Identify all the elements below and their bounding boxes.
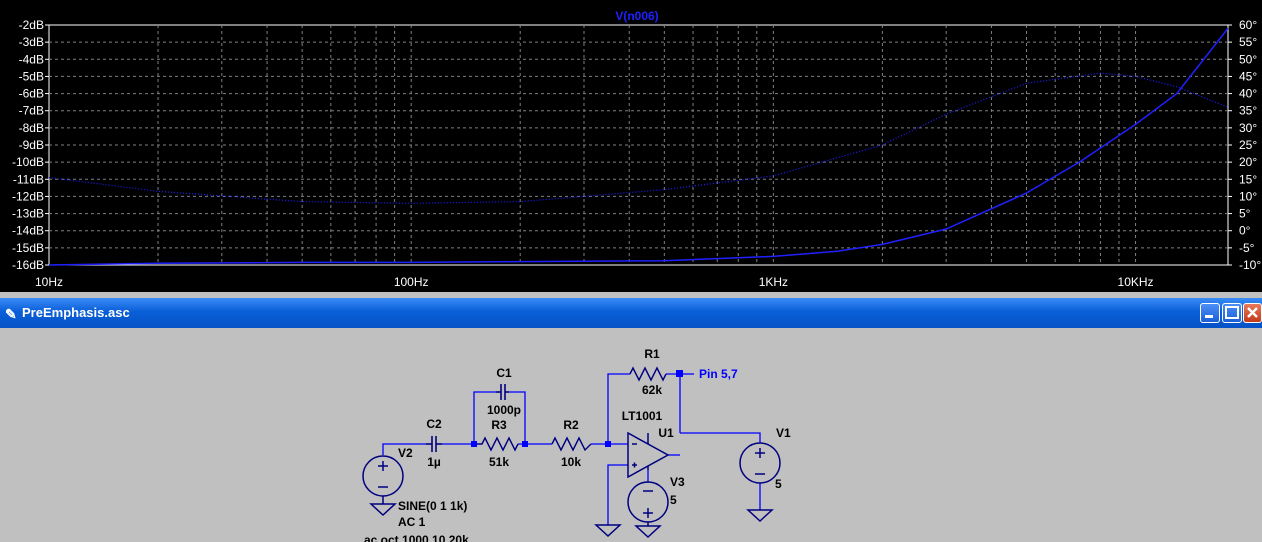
right-axis-tick-label: 35°: [1239, 104, 1257, 118]
left-axis-tick-label: -16dB: [12, 258, 44, 272]
x-axis-labels: 10Hz 100Hz 1KHz 10KHz: [35, 275, 1154, 289]
x-axis-tick-label: 10KHz: [1118, 275, 1154, 289]
right-axis-tick-label: 50°: [1239, 52, 1257, 66]
u1-model: LT1001: [622, 409, 663, 423]
c1-value: 1000p: [487, 403, 521, 417]
close-icon: [1247, 307, 1258, 318]
waveform-plot-pane[interactable]: -2dB -3dB -4dB -5dB -6dB -7dB -8dB -9dB -10dB -11…: [0, 0, 1262, 292]
left-axis-tick-label: -7dB: [19, 104, 44, 118]
v3-name: V3: [670, 475, 685, 489]
left-axis-tick-label: -8dB: [19, 121, 44, 135]
right-axis-tick-label: 60°: [1239, 18, 1257, 32]
right-axis-tick-label: 10°: [1239, 189, 1257, 203]
maximize-button[interactable]: [1222, 303, 1242, 323]
right-axis-tick-label: 55°: [1239, 35, 1257, 49]
v2-value: SINE(0 1 1k): [398, 499, 467, 513]
right-axis-tick-label: 30°: [1239, 121, 1257, 135]
window-title: PreEmphasis.asc: [22, 305, 130, 320]
phase-trace[interactable]: [48, 72, 1229, 204]
left-axis-tick-label: -9dB: [19, 138, 44, 152]
net-label-pin-5-7[interactable]: Pin 5,7: [699, 367, 738, 381]
plot-traces: [48, 27, 1229, 266]
right-axis-tick-label: 20°: [1239, 155, 1257, 169]
x-axis-tick-label: 100Hz: [394, 275, 429, 289]
r3-name: R3: [491, 418, 507, 432]
v3-value: 5: [670, 493, 677, 507]
r1-name: R1: [644, 347, 660, 361]
c2-value: 1µ: [427, 455, 441, 469]
x-axis-tick-label: 10Hz: [35, 275, 63, 289]
r2-name: R2: [563, 418, 579, 432]
schematic-window: ✎ PreEmphasis.asc: [0, 298, 1262, 542]
maximize-icon: [1225, 306, 1239, 319]
voltage-source-v1[interactable]: [739, 442, 781, 523]
left-axis-tick-label: -5dB: [19, 69, 44, 83]
right-axis-tick-label: 5°: [1239, 207, 1251, 221]
r3-value: 51k: [489, 455, 509, 469]
u1-name: U1: [658, 426, 674, 440]
opamp-u1[interactable]: [627, 431, 670, 479]
left-axis-tick-label: -2dB: [19, 18, 44, 32]
left-axis-tick-label: -12dB: [12, 189, 44, 203]
right-axis-tick-label: -5°: [1239, 241, 1255, 255]
resistor-r1[interactable]: [629, 366, 667, 382]
v1-name: V1: [776, 426, 791, 440]
resistor-r3[interactable]: [477, 436, 519, 452]
right-axis-tick-label: 25°: [1239, 138, 1257, 152]
right-axis-tick-label: 15°: [1239, 172, 1257, 186]
right-axis-tick-label: 40°: [1239, 87, 1257, 101]
waveform-plot[interactable]: -2dB -3dB -4dB -5dB -6dB -7dB -8dB -9dB -10dB -11…: [0, 0, 1262, 292]
right-axis-tick-label: -10°: [1239, 258, 1261, 272]
close-button[interactable]: [1243, 303, 1262, 323]
resistor-r2[interactable]: [551, 436, 592, 452]
left-axis-tick-label: -3dB: [19, 35, 44, 49]
left-axis-tick-label: -10dB: [12, 155, 44, 169]
schematic-drawing[interactable]: C1 1000p C2 1µ R3 51k R2 10k R1 62k LT10…: [0, 328, 1262, 542]
capacitor-c2[interactable]: [426, 436, 442, 452]
right-axis-labels: 60° 55° 50° 45° 40° 35° 30° 25° 20° 15° 10° 5° 0° -5°…: [1228, 18, 1261, 272]
plot-grid: [48, 24, 1229, 266]
ac-directive[interactable]: ac oct 1000 10 20k: [364, 533, 469, 542]
left-axis-labels: -2dB -3dB -4dB -5dB -6dB -7dB -8dB -9dB -10dB -11…: [12, 18, 49, 272]
ltspice-icon: ✎: [5, 306, 17, 322]
left-axis-tick-label: -11dB: [13, 172, 44, 186]
r1-value: 62k: [642, 383, 662, 397]
left-axis-tick-label: -15dB: [12, 241, 44, 255]
c1-name: C1: [496, 366, 512, 380]
left-axis-tick-label: -6dB: [19, 87, 44, 101]
voltage-source-v3[interactable]: [627, 481, 669, 539]
v2-name: V2: [398, 446, 413, 460]
left-axis-tick-label: -4dB: [19, 52, 44, 66]
r2-value: 10k: [561, 455, 581, 469]
minimize-icon: [1205, 315, 1213, 318]
window-titlebar[interactable]: ✎ PreEmphasis.asc: [0, 298, 1262, 328]
x-axis-tick-label: 1KHz: [759, 275, 788, 289]
minimize-button[interactable]: [1200, 303, 1220, 323]
capacitor-c1[interactable]: [496, 384, 509, 400]
schematic-canvas[interactable]: C1 1000p C2 1µ R3 51k R2 10k R1 62k LT10…: [0, 328, 1262, 542]
left-axis-tick-label: -14dB: [12, 224, 44, 238]
c2-name: C2: [426, 417, 442, 431]
right-axis-tick-label: 45°: [1239, 69, 1257, 83]
voltage-source-v2[interactable]: [362, 455, 404, 517]
schematic-nodes: [471, 370, 683, 447]
v2-ac: AC 1: [398, 515, 426, 529]
v1-value: 5: [775, 477, 782, 491]
ground-symbol[interactable]: [594, 524, 622, 538]
right-axis-tick-label: 0°: [1239, 224, 1251, 238]
left-axis-tick-label: -13dB: [12, 207, 44, 221]
magnitude-trace[interactable]: [48, 27, 1229, 266]
trace-label-v-n006[interactable]: V(n006): [615, 9, 658, 23]
